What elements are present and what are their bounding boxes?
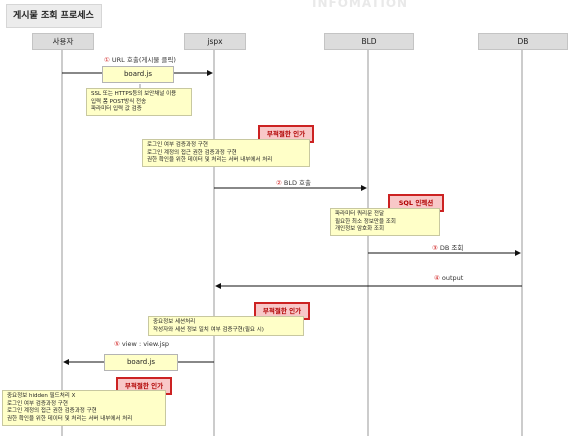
message-4-label: ④ output bbox=[434, 274, 464, 282]
actor-user: 사용자 bbox=[32, 33, 94, 50]
actor-jspx: jspx bbox=[184, 33, 246, 50]
page-title: 게시물 조회 프로세스 bbox=[6, 4, 102, 28]
message-5-label: ⑤ view : view.jsp bbox=[114, 340, 169, 348]
board-js-box-2: board.js bbox=[104, 354, 178, 371]
message-1-label: ① URL 호출(게시물 클릭) bbox=[104, 56, 176, 64]
board-js-box-1: board.js bbox=[102, 66, 174, 83]
actor-bld: BLD bbox=[324, 33, 414, 50]
message-3-label: ③ DB 조회 bbox=[432, 244, 464, 252]
actor-db: DB bbox=[478, 33, 568, 50]
message-2-label: ② BLD 호출 bbox=[276, 179, 312, 187]
watermark-text: INFOMATION bbox=[312, 0, 409, 10]
